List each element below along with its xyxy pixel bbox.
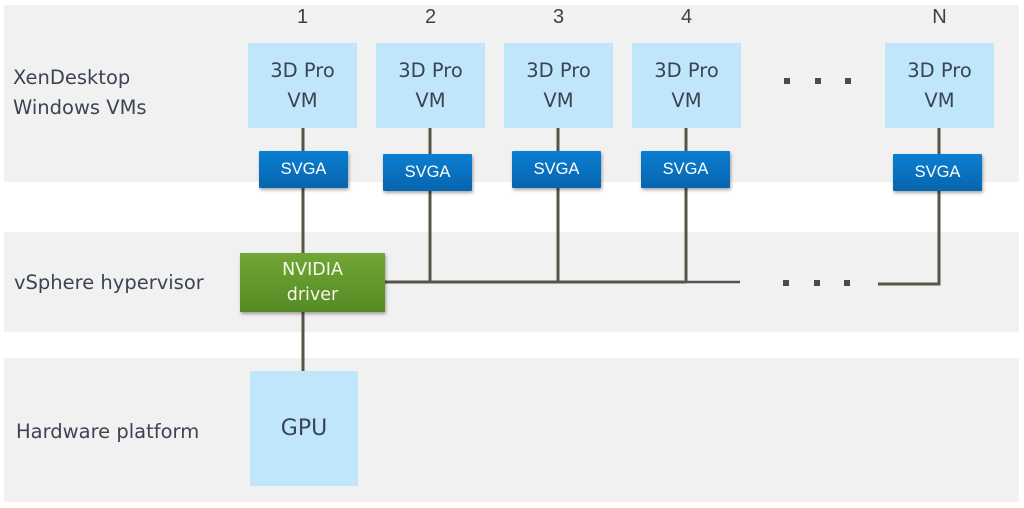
vm-label-line1: 3D Pro [270,58,335,82]
ellipsis-dot-bus-2 [814,280,820,286]
svga-adapter: SVGA [383,154,472,191]
vm-label-line2: VM [924,88,955,112]
vm-layer-label: XenDesktop Windows VMs [13,63,147,123]
gpu-box: GPU [250,371,358,486]
driver-label-line1: NVIDIA [282,259,343,280]
vm-label-line2: VM [415,88,446,112]
vm-number: N [932,6,947,28]
vm-box: 3D Pro VM [632,43,741,128]
hardware-layer-label: Hardware platform [16,420,200,443]
vm-box: 3D Pro VM [504,43,613,128]
svga-adapter: SVGA [641,151,730,188]
vm-box: 3D Pro VM [376,43,485,128]
ellipsis-dot-top-1 [784,78,790,84]
nvidia-driver-box: NVIDIA driver [240,253,385,312]
hardware-layer-band [4,358,1019,502]
ellipsis-dot-top-2 [815,78,821,84]
vm-number: 1 [296,6,309,28]
vm-label-line1: 3D Pro [907,58,972,82]
vm-label-line1: 3D Pro [526,58,591,82]
vm-box: 3D Pro VM [885,43,994,128]
driver-label-line2: driver [286,284,339,305]
svga-adapter: SVGA [893,154,982,191]
svga-adapter: SVGA [259,151,348,188]
ellipsis-dot-bus-1 [783,280,789,286]
bus-to-svga-n [878,191,941,286]
ellipsis-dot-bus-3 [844,280,850,286]
vm-label-line2: VM [543,88,574,112]
vm-number: 4 [680,6,693,28]
vm-label-line1: 3D Pro [398,58,463,82]
svga-adapter: SVGA [512,151,601,188]
vm-layer-label-line1: XenDesktop [13,66,131,89]
vm-label-line2: VM [671,88,702,112]
ellipsis-dot-top-3 [845,78,851,84]
vm-number: 3 [552,6,565,28]
vm-box: 3D Pro VM [248,43,357,128]
hypervisor-layer-label: vSphere hypervisor [14,271,204,294]
vm-number: 2 [424,6,437,28]
vm-label-line1: 3D Pro [654,58,719,82]
vm-label-line2: VM [287,88,318,112]
vm-layer-label-line2: Windows VMs [13,96,147,119]
gpu-label: GPU [280,416,328,441]
